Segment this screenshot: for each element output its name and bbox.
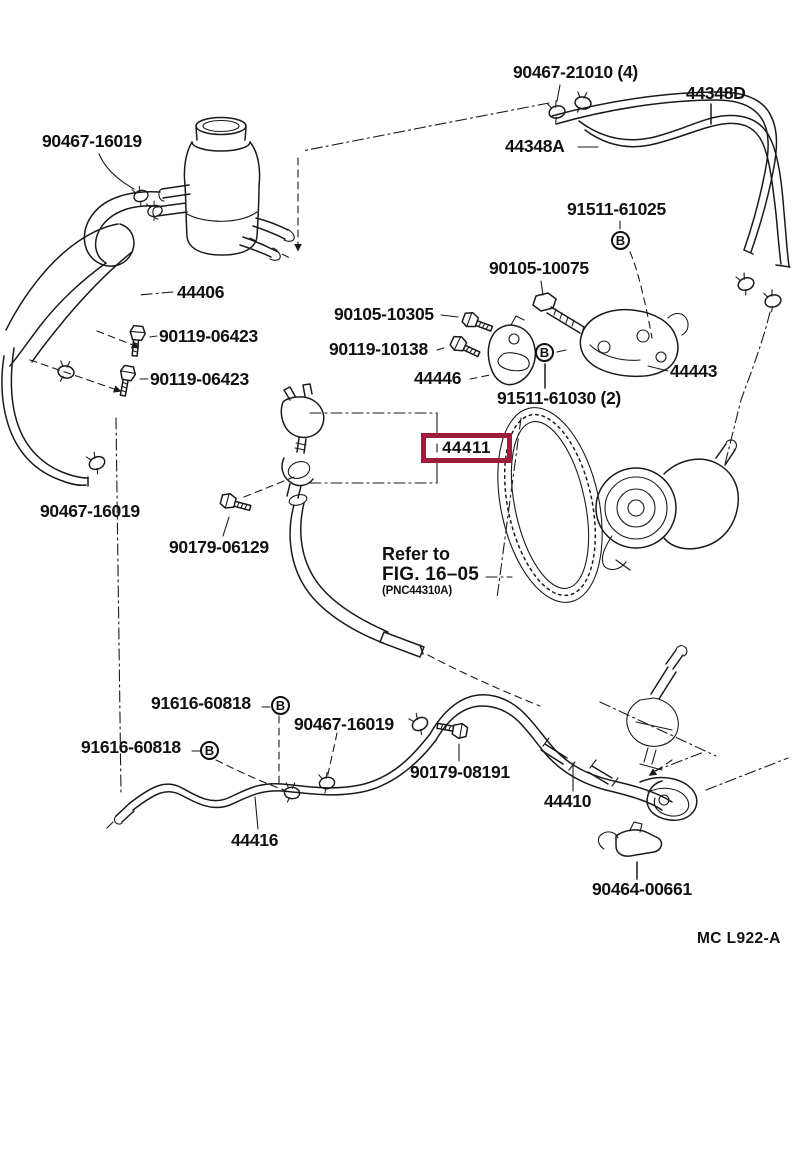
part-label-90105-10305[interactable]: 90105-10305 (334, 304, 434, 324)
bolt-marker-b-icon: B (535, 343, 554, 362)
part-label-90464-00661[interactable]: 90464-00661 (592, 879, 692, 899)
part-label-90467-16019-top[interactable]: 90467-16019 (42, 131, 142, 151)
part-label-90119-10138[interactable]: 90119-10138 (329, 339, 428, 359)
bolt-marker-b-icon: B (200, 741, 219, 760)
part-label-90119-06423-1[interactable]: 90119-06423 (159, 326, 258, 346)
part-label-90467-21010[interactable]: 90467-21010 (4) (513, 62, 638, 82)
catalog-code: MC L922-A (697, 930, 781, 947)
part-label-90119-06423-2[interactable]: 90119-06423 (150, 369, 249, 389)
reference-note-line1: Refer to (382, 544, 451, 564)
reference-note-line2: FIG. 16–05 (382, 564, 480, 585)
part-label-90467-16019-bottom[interactable]: 90467-16019 (294, 714, 394, 734)
part-label-91511-61030[interactable]: 91511-61030 (2) (497, 388, 621, 408)
part-label-44443[interactable]: 44443 (670, 361, 718, 381)
reference-note: Refer to FIG. 16–05 (PNC44310A) (382, 544, 480, 598)
part-label-91511-61025[interactable]: 91511-61025 (567, 199, 666, 219)
part-label-44348A[interactable]: 44348A (505, 136, 565, 156)
part-label-44446[interactable]: 44446 (414, 368, 462, 388)
part-label-44348D[interactable]: 44348D (686, 83, 746, 103)
part-label-44410[interactable]: 44410 (544, 791, 592, 811)
bolt-marker-b-icon: B (611, 231, 630, 250)
part-label-90105-10075[interactable]: 90105-10075 (489, 258, 589, 278)
bolt-marker-b-icon: B (271, 696, 290, 715)
part-label-44406[interactable]: 44406 (177, 282, 225, 302)
part-label-91616-60818-2[interactable]: 91616-60818 (81, 737, 181, 757)
part-label-90467-16019-mid[interactable]: 90467-16019 (40, 501, 140, 521)
reference-note-line3: (PNC44310A) (382, 585, 453, 597)
part-label-90179-06129[interactable]: 90179-06129 (169, 537, 269, 557)
part-label-44416[interactable]: 44416 (231, 830, 279, 850)
part-label-90179-08191[interactable]: 90179-08191 (410, 762, 510, 782)
part-label-91616-60818-1[interactable]: 91616-60818 (151, 693, 251, 713)
highlighted-part-44411[interactable]: 44411 (421, 433, 512, 463)
